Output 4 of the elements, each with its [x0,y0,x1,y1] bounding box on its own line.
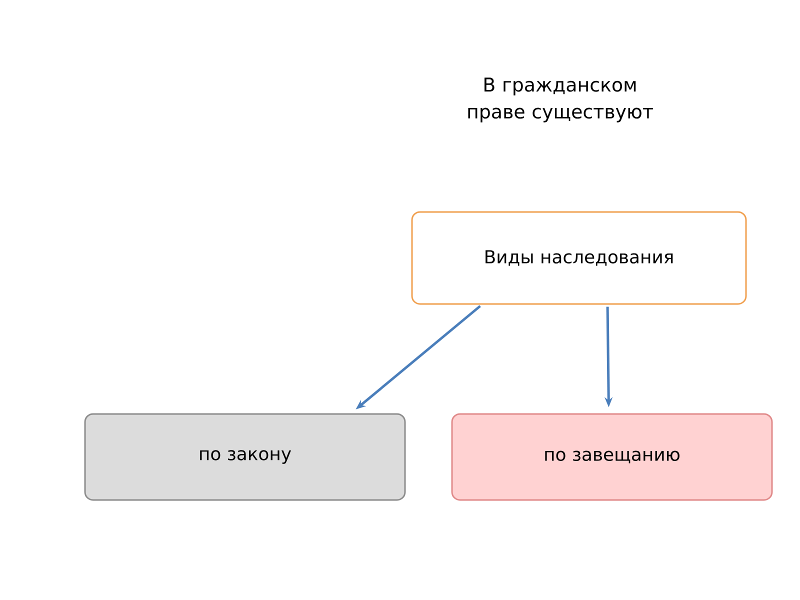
process-box: Виды наследования [411,211,747,305]
title-text: В гражданском праве существуют [468,78,653,122]
process-box: по закону [84,413,406,501]
process-box: по завещанию [451,413,773,501]
